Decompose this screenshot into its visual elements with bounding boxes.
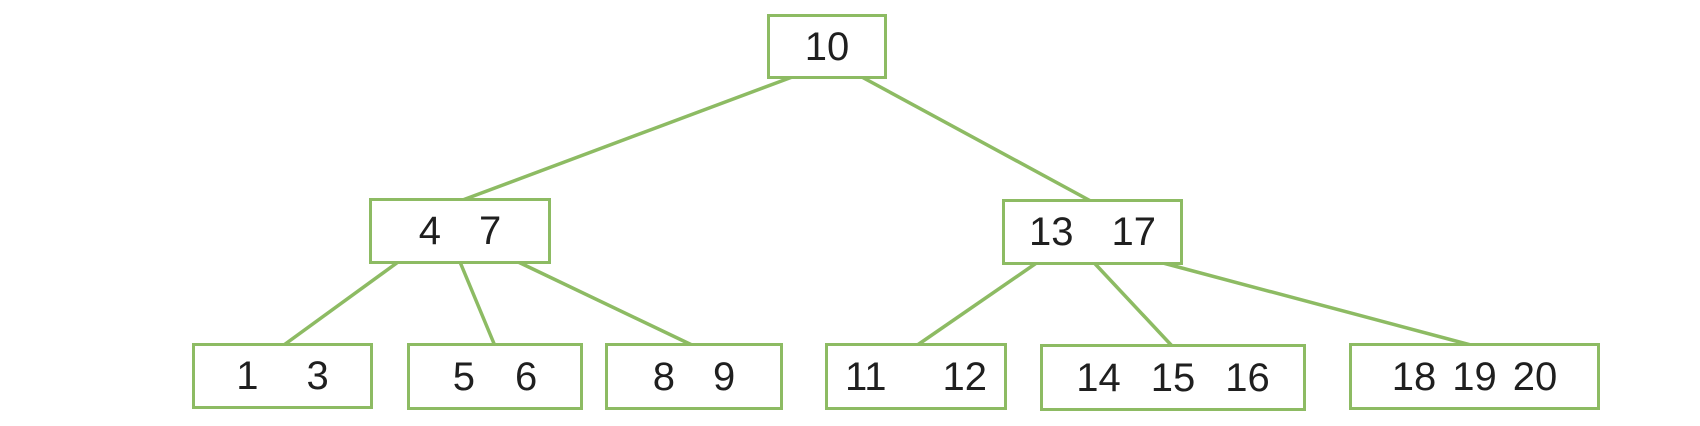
node-key: 20	[1512, 354, 1558, 399]
node-key: 1	[236, 354, 259, 398]
tree-node-10: 10	[767, 14, 887, 79]
edge-root-n47	[459, 75, 793, 203]
edge-n1317-c181920	[1162, 261, 1475, 348]
node-key: 5	[452, 354, 475, 399]
node-key: 4	[418, 209, 441, 253]
tree-node-11-12: 11 12	[825, 343, 1007, 410]
node-key: 18	[1391, 354, 1437, 399]
node-key: 17	[1111, 210, 1157, 254]
node-key: 15	[1150, 355, 1196, 400]
edge-n47-c56	[458, 261, 497, 347]
tree-node-13-17: 13 17	[1002, 199, 1183, 265]
edge-root-n1317	[860, 75, 1094, 204]
tree-node-14-15-16: 14 15 16	[1040, 344, 1306, 411]
node-key: 12	[942, 354, 988, 399]
tree-node-18-19-20: 18 19 20	[1349, 343, 1600, 410]
edge-n1317-c141516	[1093, 261, 1175, 349]
node-key: 7	[479, 209, 502, 253]
edge-n47-c13	[281, 260, 400, 348]
edge-n1317-c1112	[915, 261, 1038, 348]
node-key: 19	[1452, 354, 1497, 399]
node-key: 8	[652, 354, 675, 399]
node-key: 10	[804, 24, 850, 69]
node-key: 9	[713, 354, 736, 399]
node-key: 16	[1225, 355, 1270, 400]
edge-n47-c89	[517, 260, 695, 348]
node-key: 3	[306, 354, 329, 398]
node-key: 14	[1076, 355, 1121, 400]
node-key: 11	[844, 354, 887, 399]
node-key: 6	[515, 354, 538, 399]
node-key: 13	[1029, 210, 1074, 254]
